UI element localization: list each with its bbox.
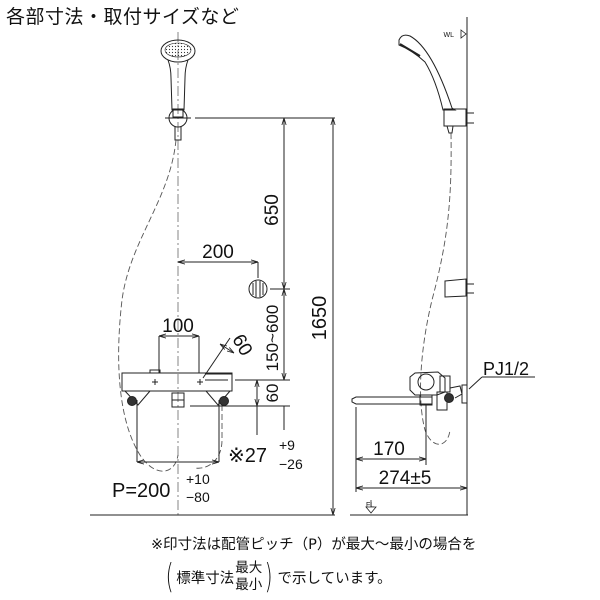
dim-100: 100: [162, 316, 194, 337]
side-dim-labels: WL FL PJ1/2 170 274±5: [366, 32, 529, 509]
max-min-fraction: 最大 最小: [235, 560, 262, 594]
front-view: [90, 32, 335, 516]
dim-1650: 1650: [309, 296, 331, 341]
max-label: 最大: [235, 560, 263, 576]
dim-27-minus: −26: [279, 456, 303, 472]
dim-27-plus: +9: [279, 437, 295, 453]
min-label: 最小: [235, 577, 263, 593]
dim-27-label: ※27: [228, 445, 267, 467]
wl-marker: WL: [444, 32, 455, 39]
close-paren: ): [264, 557, 273, 597]
dim-650: 650: [262, 194, 283, 226]
dim-150-600: 150~600: [263, 305, 282, 372]
note-line-2-tail: で示しています。: [277, 570, 392, 587]
note-line-2: ( 標準寸法 最大 最小 ) で示しています。: [163, 560, 392, 594]
pitch-minus: −80: [186, 489, 210, 505]
open-paren: (: [165, 557, 174, 597]
pipe-spec: PJ1/2: [483, 359, 529, 379]
dim-60: 60: [263, 384, 282, 403]
shower-head-side-icon: [398, 34, 474, 134]
hose-path: [118, 139, 179, 472]
page-title: 各部寸法・取付サイズなど: [6, 6, 240, 28]
front-dim-labels: 200 100 60 650 150~600 60 1650 ※27 +9 −2…: [112, 194, 331, 505]
dim-200: 200: [202, 242, 234, 263]
lower-hook-icon: [444, 278, 474, 298]
dim-60-angle: 60: [227, 331, 256, 360]
wall-hook-icon: [248, 279, 268, 299]
pitch-label: P=200: [112, 480, 170, 502]
note-line-1: ※印寸法は配管ピッチ（P）が最大～最小の場合を: [151, 537, 477, 553]
shower-head-icon: [160, 39, 196, 141]
dim-274: 274±5: [379, 468, 432, 489]
fl-marker: FL: [366, 502, 374, 509]
dim-170: 170: [373, 439, 405, 460]
side-view: [350, 17, 535, 516]
faucet-body-icon: [121, 369, 233, 408]
pitch-plus: +10: [186, 471, 210, 487]
standard-dimension-label: 標準寸法: [176, 570, 235, 587]
faucet-side-icon: [351, 371, 468, 411]
